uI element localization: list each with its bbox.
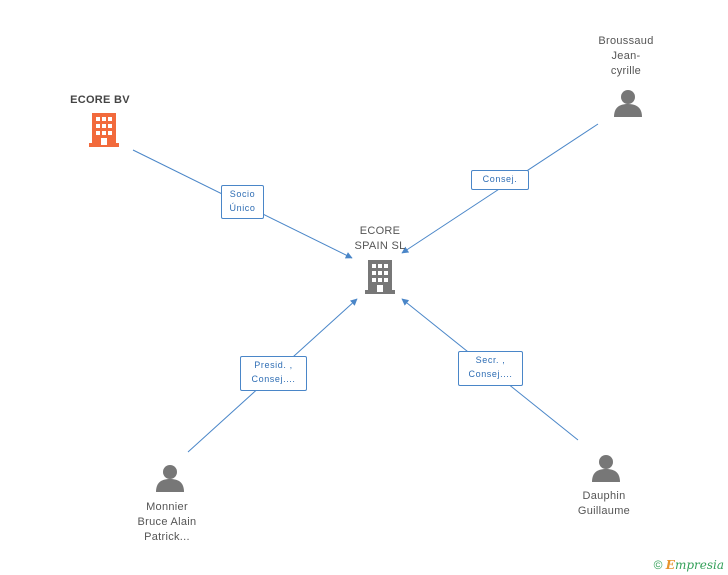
company-name-ecore-bv[interactable]: ECORE BV [50,93,150,108]
relation-line: Consej. [482,174,518,184]
building-icon[interactable] [365,260,395,294]
person-icon[interactable] [614,90,642,117]
company-label-line: SPAIN SL [354,240,406,252]
relation-badge-presid[interactable]: Presid. , Consej.... [240,356,307,391]
relation-badge-socio[interactable]: Socio Único [221,185,264,219]
person-name-line: cyrille [610,65,642,77]
relation-line: Único [229,203,256,213]
building-icon[interactable] [89,113,119,147]
logo-text: mpresia [674,558,724,572]
person-name-line: Guillaume [577,505,631,517]
relation-line: Secr. , [475,355,506,365]
copyright-symbol: © [653,558,663,572]
relation-badge-secr[interactable]: Secr. , Consej.... [458,351,523,386]
company-name-ecore-spain[interactable]: ECORE SPAIN SL [330,224,430,254]
person-name-line: Dauphin [582,490,626,502]
person-icon[interactable] [156,465,184,492]
company-label-line: ECORE [359,225,401,237]
person-name-line: Jean- [611,50,641,62]
relation-line: Consej.... [468,369,513,379]
relation-line: Socio [229,189,256,199]
person-name-line: Monnier [146,501,188,513]
person-name-broussaud[interactable]: Broussaud Jean- cyrille [576,34,676,79]
empresia-logo: © Empresia [654,558,724,572]
logo-letter: E [665,558,675,572]
company-label: ECORE BV [70,94,130,106]
relation-line: Consej.... [251,374,296,384]
person-name-dauphin[interactable]: Dauphin Guillaume [554,489,654,519]
person-name-line: Bruce Alain [137,516,197,528]
person-name-line: Patrick... [144,531,190,543]
relation-badge-consej[interactable]: Consej. [471,170,529,190]
person-name-line: Broussaud [598,35,654,47]
person-name-monnier[interactable]: Monnier Bruce Alain Patrick... [117,500,217,545]
person-icon[interactable] [592,455,620,482]
relation-line: Presid. , [254,360,293,370]
